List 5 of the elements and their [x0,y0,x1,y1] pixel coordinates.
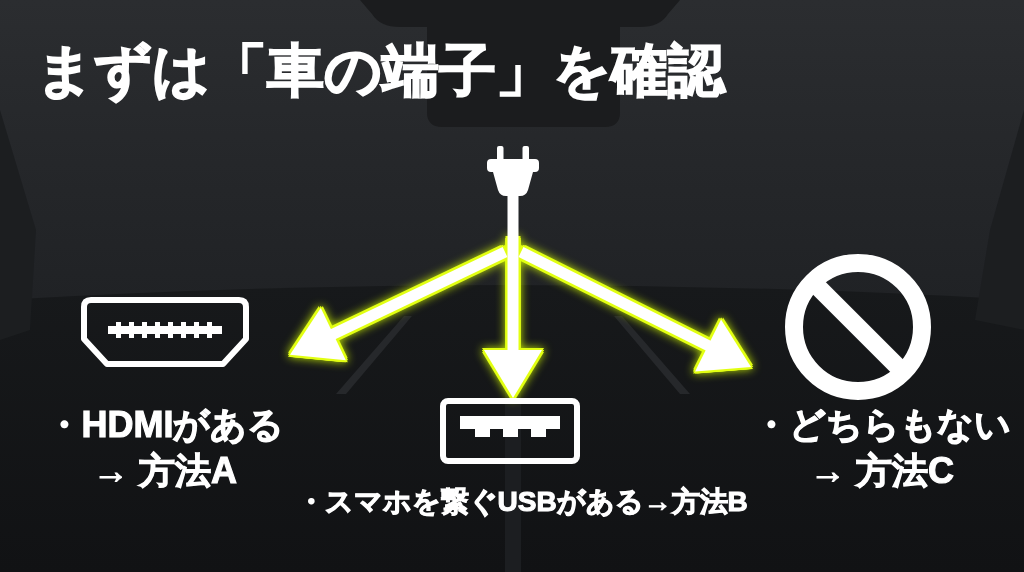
arrow [484,252,542,398]
option-text: ・スマホを繋ぐUSBがある→方法B [296,485,748,519]
title: まずは「車の端子」を確認 [36,37,725,105]
option-text: ・どちらもない → 方法C [752,403,1012,494]
option-text: ・HDMIがある → 方法A [44,403,286,494]
